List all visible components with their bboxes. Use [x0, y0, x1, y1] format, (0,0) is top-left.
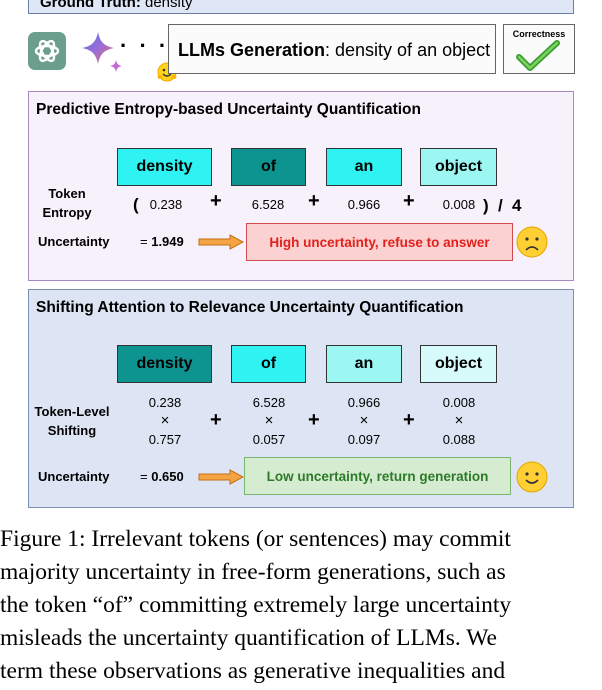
entropy-panel-title: Predictive Entropy-based Uncertainty Qua… [36, 101, 421, 118]
token-density: density [117, 345, 212, 383]
plus: + [308, 409, 320, 431]
token-object: object [420, 345, 497, 383]
generation-text: LLMs Generation: density of an object [178, 40, 491, 60]
times-sign: × [359, 412, 369, 429]
uncertainty-label: Uncertainty [38, 234, 110, 249]
smile-face-icon [515, 460, 549, 499]
weight-value: 0.757 [148, 432, 182, 447]
correctness-box [503, 24, 575, 74]
uncertainty-value: = 0.650 [140, 469, 184, 484]
token-an: an [326, 345, 402, 383]
token-of: of [231, 345, 306, 383]
entropy-value: 0.966 [347, 197, 381, 212]
token-object: object [420, 148, 497, 186]
ellipsis: · · · [120, 33, 170, 58]
entropy-value: 6.528 [251, 197, 285, 212]
generation-box [168, 24, 496, 74]
token-of: of [231, 148, 306, 186]
plus: + [210, 409, 222, 431]
times-sign: × [160, 412, 170, 429]
entropy-value: 0.008 [442, 395, 476, 410]
entropy-value: 0.966 [347, 395, 381, 410]
caption-line: term these observations as generative in… [0, 658, 506, 684]
gemini-logo-icon [80, 30, 124, 81]
plus: + [403, 190, 415, 212]
weight-value: 0.097 [347, 432, 381, 447]
sad-face-icon [515, 225, 549, 264]
plus: + [403, 409, 415, 431]
token-an: an [326, 148, 402, 186]
token-density: density [117, 148, 212, 186]
entropy-value: 0.008 [442, 197, 476, 212]
high-uncertainty-result: High uncertainty, refuse to answer [246, 223, 513, 261]
times-sign: × [264, 412, 274, 429]
times-sign: × [454, 412, 464, 429]
entropy-value: 0.238 [149, 197, 183, 212]
relevance-panel-title: Shifting Attention to Relevance Uncertai… [36, 299, 464, 316]
divisor: 4 [512, 196, 522, 215]
entropy-value: 6.528 [252, 395, 286, 410]
arrow-icon [198, 469, 245, 490]
openai-logo-icon [28, 32, 66, 70]
caption-line: Figure 1: Irrelevant tokens (or sentence… [0, 526, 511, 552]
entropy-value: 0.238 [148, 395, 182, 410]
close-paren: ) [483, 196, 489, 215]
uncertainty-label: Uncertainty [38, 469, 110, 484]
plus: + [210, 190, 222, 212]
caption-line: majority uncertainty in free-form genera… [0, 559, 506, 585]
weight-value: 0.088 [442, 432, 476, 447]
uncertainty-value: = 1.949 [140, 234, 184, 249]
caption-line: misleads the uncertainty quantification … [0, 625, 497, 651]
low-uncertainty-result: Low uncertainty, return generation [244, 457, 511, 495]
plus: + [308, 190, 320, 212]
caption-line: the token “of” committing extremely larg… [0, 592, 512, 618]
checkmark-icon [515, 40, 561, 77]
open-paren: ( [133, 195, 139, 214]
correctness-label: Correctness [512, 29, 566, 39]
weight-value: 0.057 [252, 432, 286, 447]
divide-sign: / [498, 196, 503, 215]
ground-truth: Ground Truth: density [40, 0, 193, 11]
arrow-icon [198, 234, 245, 255]
ground-truth-box [28, 0, 574, 14]
